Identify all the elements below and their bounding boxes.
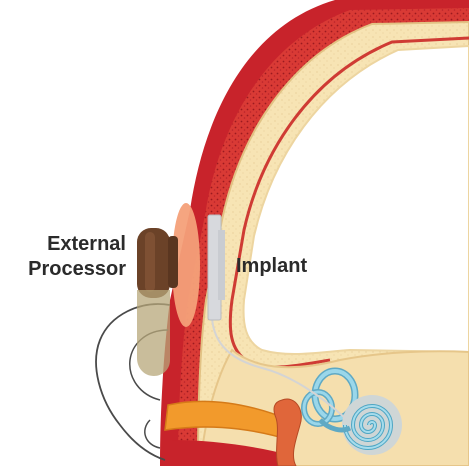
external-processor-label: External Processor — [8, 232, 126, 282]
earlobe — [145, 420, 160, 448]
implant-label: Implant — [236, 255, 307, 278]
external-processor-label-line1: External — [8, 232, 126, 257]
external-processor-label-line2: Processor — [8, 257, 126, 282]
